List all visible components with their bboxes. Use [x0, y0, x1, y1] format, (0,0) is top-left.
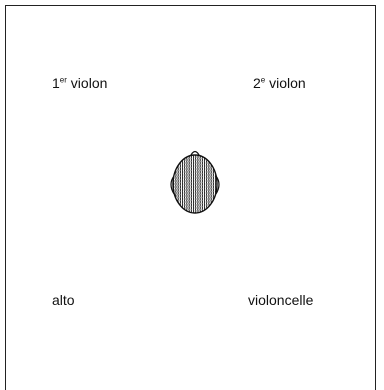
second-violin-number: 2 [253, 75, 261, 91]
first-violin-number: 1 [52, 75, 60, 91]
head-top-view-icon [168, 144, 222, 216]
second-violin-name: violon [265, 75, 305, 91]
first-violin-suffix: er [60, 75, 67, 84]
head-shape [173, 155, 217, 213]
label-cello: violoncelle [248, 292, 313, 308]
label-first-violin: 1er violon [52, 75, 107, 91]
label-second-violin: 2e violon [253, 75, 306, 91]
first-violin-name: violon [67, 75, 107, 91]
label-viola: alto [52, 292, 75, 308]
